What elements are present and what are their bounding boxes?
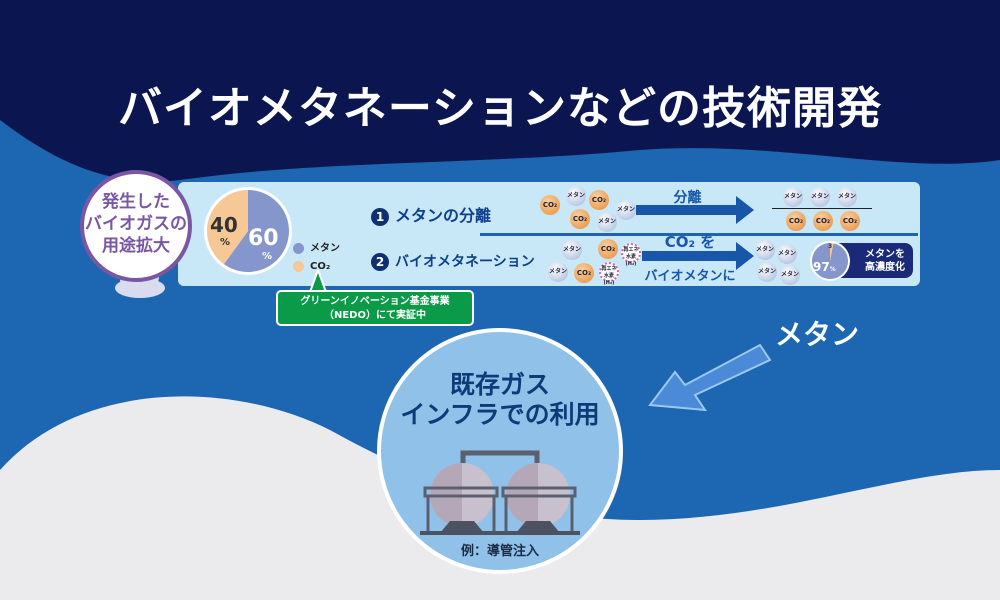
navy-wave [0, 0, 1000, 182]
result-other-pct: 3 [828, 243, 833, 250]
gray-wave [0, 396, 1000, 600]
tag-line: メタンを [865, 249, 905, 260]
gas-tank-icon [420, 450, 580, 535]
legend-item-methane: メタン [293, 240, 340, 258]
separator-line [772, 208, 872, 209]
page-title: バイオメタネーションなどの技術開発 [117, 83, 883, 134]
co2-bubble: CO₂ [786, 211, 806, 231]
methane-bubble: メタン [757, 262, 777, 282]
arrow-label: メタン [775, 318, 860, 351]
co2-bubble: CO₂ [840, 211, 860, 231]
callout-line: グリーンイノベーション基金事業 [300, 296, 450, 307]
pie-label-methane: 60% [248, 226, 279, 262]
methane-bubble: メタン [566, 186, 586, 206]
badge-line: 発生した [102, 192, 170, 212]
result-pie-co2 [830, 243, 834, 261]
methanation-label-top: CO₂ を [664, 233, 716, 251]
pie-label-co2: 40% [210, 213, 238, 248]
hydrogen-bubble: 再エネ水素(H₂) [621, 243, 641, 267]
callout-line: （NEDO）にて実証中 [323, 310, 426, 321]
infra-title: 既存ガスインフラでの利用 [400, 370, 600, 429]
co2-bubble: CO₂ [574, 263, 594, 283]
co2-bubble: CO₂ [589, 190, 609, 210]
methane-bubble: メタン [562, 240, 582, 260]
pie-slice-co2 [207, 190, 248, 265]
pie-slice-methane [223, 190, 289, 272]
methane-bubble: メタン [810, 187, 830, 207]
methane-bubble: メタン [780, 265, 800, 285]
result-pct-label: 97% [813, 260, 836, 274]
big-arrow-icon [648, 343, 772, 412]
separation-label: 分離 [673, 190, 702, 206]
tag-line: 高濃度化 [865, 262, 905, 273]
arrow-head [736, 242, 754, 270]
nedo-callout: グリーンイノベーション基金事業 （NEDO）にて実証中 [276, 290, 474, 326]
methane-bubble: メタン [597, 212, 617, 232]
co2-bubble: CO₂ [570, 209, 590, 229]
arrow-head [736, 196, 754, 224]
hydrogen-bubble: 再エネ水素(H₂) [599, 262, 619, 286]
co2-bubble: CO₂ [813, 211, 833, 231]
biogas-badge: 発生した バイオガスの 用途拡大 [80, 170, 192, 282]
legend-item-co2: CO₂ [293, 258, 340, 276]
number-badge: 2 [371, 253, 389, 271]
methane-bubble: メタン [777, 244, 797, 264]
legend: メタン CO₂ [293, 240, 340, 276]
methane-bubble: メタン [755, 240, 775, 260]
badge-line: 用途拡大 [102, 236, 170, 256]
number-badge: 1 [371, 208, 389, 226]
methanation-label-bottom: バイオメタンに [644, 269, 736, 284]
methane-bubble: メタン [837, 187, 857, 207]
row-divider [480, 233, 918, 236]
co2-bubble: CO₂ [598, 239, 618, 259]
infra-example: 例：導管注入 [460, 544, 539, 559]
methanation-arrow [642, 251, 736, 261]
methane-bubble: メタン [548, 262, 568, 282]
composition-pie [204, 187, 292, 275]
result-pie [810, 241, 850, 281]
co2-bubble: CO₂ [540, 195, 560, 215]
badge-line: バイオガスの [85, 214, 187, 234]
separation-arrow [636, 205, 736, 215]
methane-bubble: メタン [616, 200, 636, 220]
methane-bubble: メタン [783, 187, 803, 207]
